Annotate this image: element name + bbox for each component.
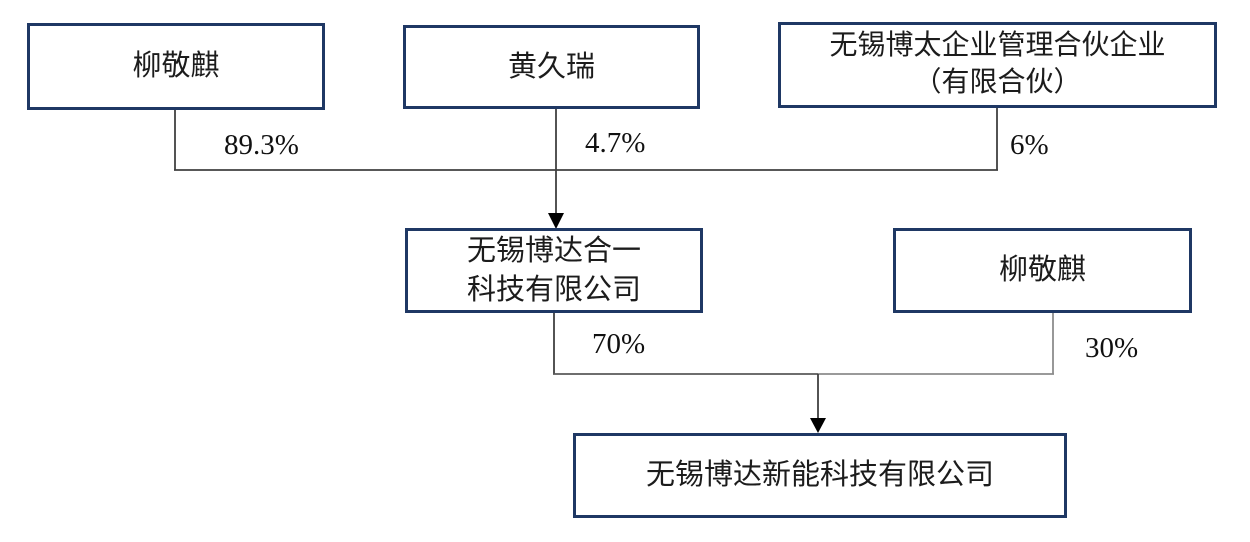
ownership-pct-liujingqi-mid: 30% [1085,332,1139,364]
node-label-line2: （有限合伙） [913,67,1082,98]
ownership-pct-huangjiurui: 4.7% [585,127,646,159]
node-wuxi-botai-partnership: 无锡博太企业管理合伙企业 （有限合伙） [778,22,1217,108]
arrowhead-to-boda-xinneng [810,418,826,433]
ownership-pct-boda-heyi: 70% [592,328,646,360]
node-label: 柳敬麒 [998,254,1086,287]
node-label-line1: 无锡博太企业管理合伙企业 [829,30,1166,62]
node-label: 黄久瑞 [507,50,595,83]
node-wuxi-boda-heyi: 无锡博达合一 科技有限公司 [405,228,703,313]
node-label: 无锡博达新能科技有限公司 [645,459,994,492]
node-liujingqi-top: 柳敬麒 [27,23,325,110]
node-label: 柳敬麒 [132,50,220,83]
node-label-line1: 无锡博达合一 [466,235,641,268]
node-label-line2: 科技有限公司 [466,273,641,306]
ownership-pct-botai: 6% [1010,129,1049,161]
node-huangjiurui: 黄久瑞 [403,25,700,109]
node-wuxi-boda-xinneng: 无锡博达新能科技有限公司 [573,433,1067,518]
arrowhead-to-boda-heyi [548,213,564,229]
node-liujingqi-mid: 柳敬麒 [893,228,1192,313]
ownership-pct-liujingqi-top: 89.3% [224,129,299,161]
